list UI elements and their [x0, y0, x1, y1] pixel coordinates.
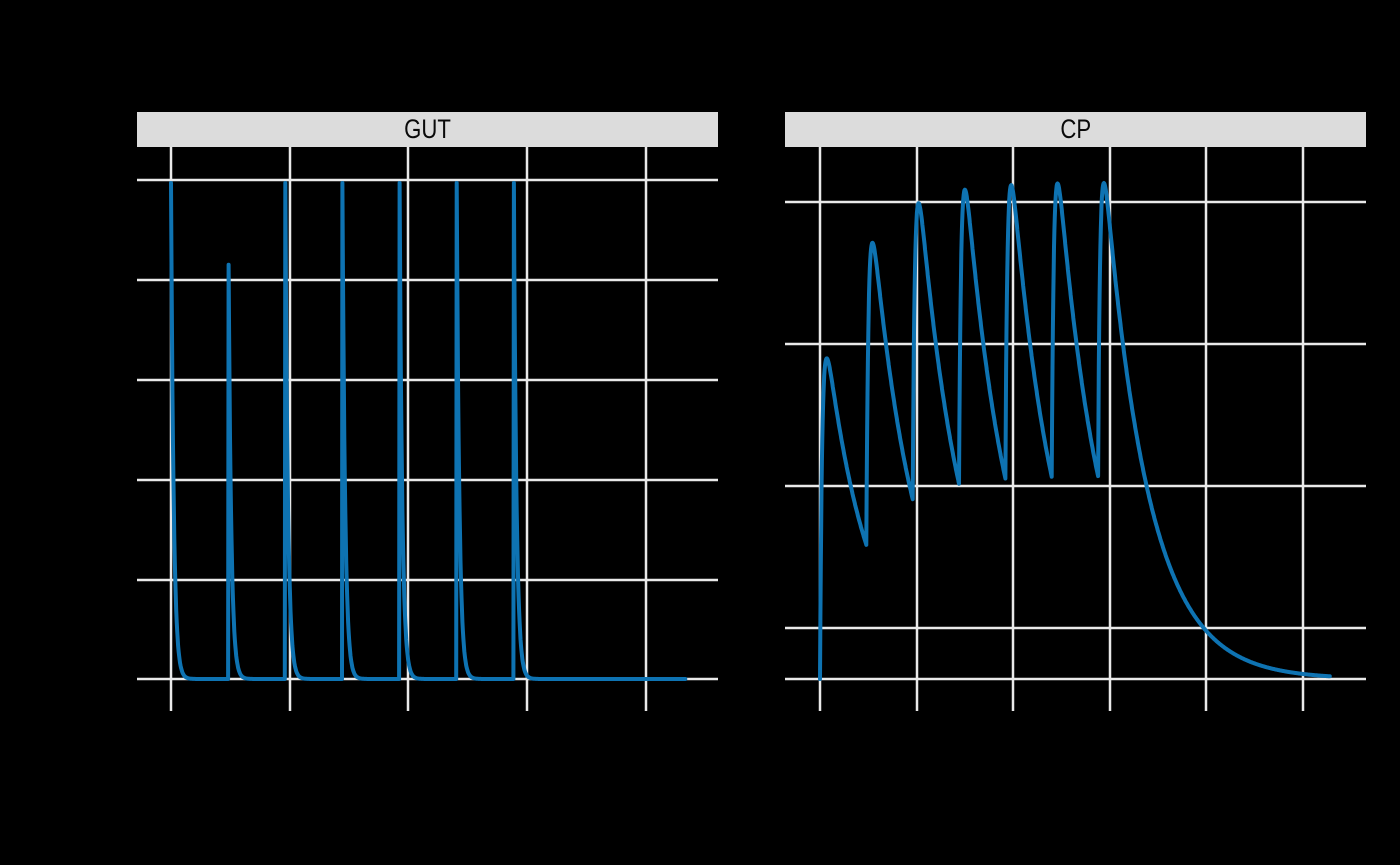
- cp-curve: [818, 181, 1332, 681]
- facet-strip-gut: GUT: [137, 112, 718, 147]
- facet-strip-cp-label: CP: [1060, 114, 1091, 144]
- facet-strip-gut-label: GUT: [404, 114, 451, 144]
- gut-curve: [169, 181, 688, 681]
- facet-strip-cp: CP: [785, 112, 1366, 147]
